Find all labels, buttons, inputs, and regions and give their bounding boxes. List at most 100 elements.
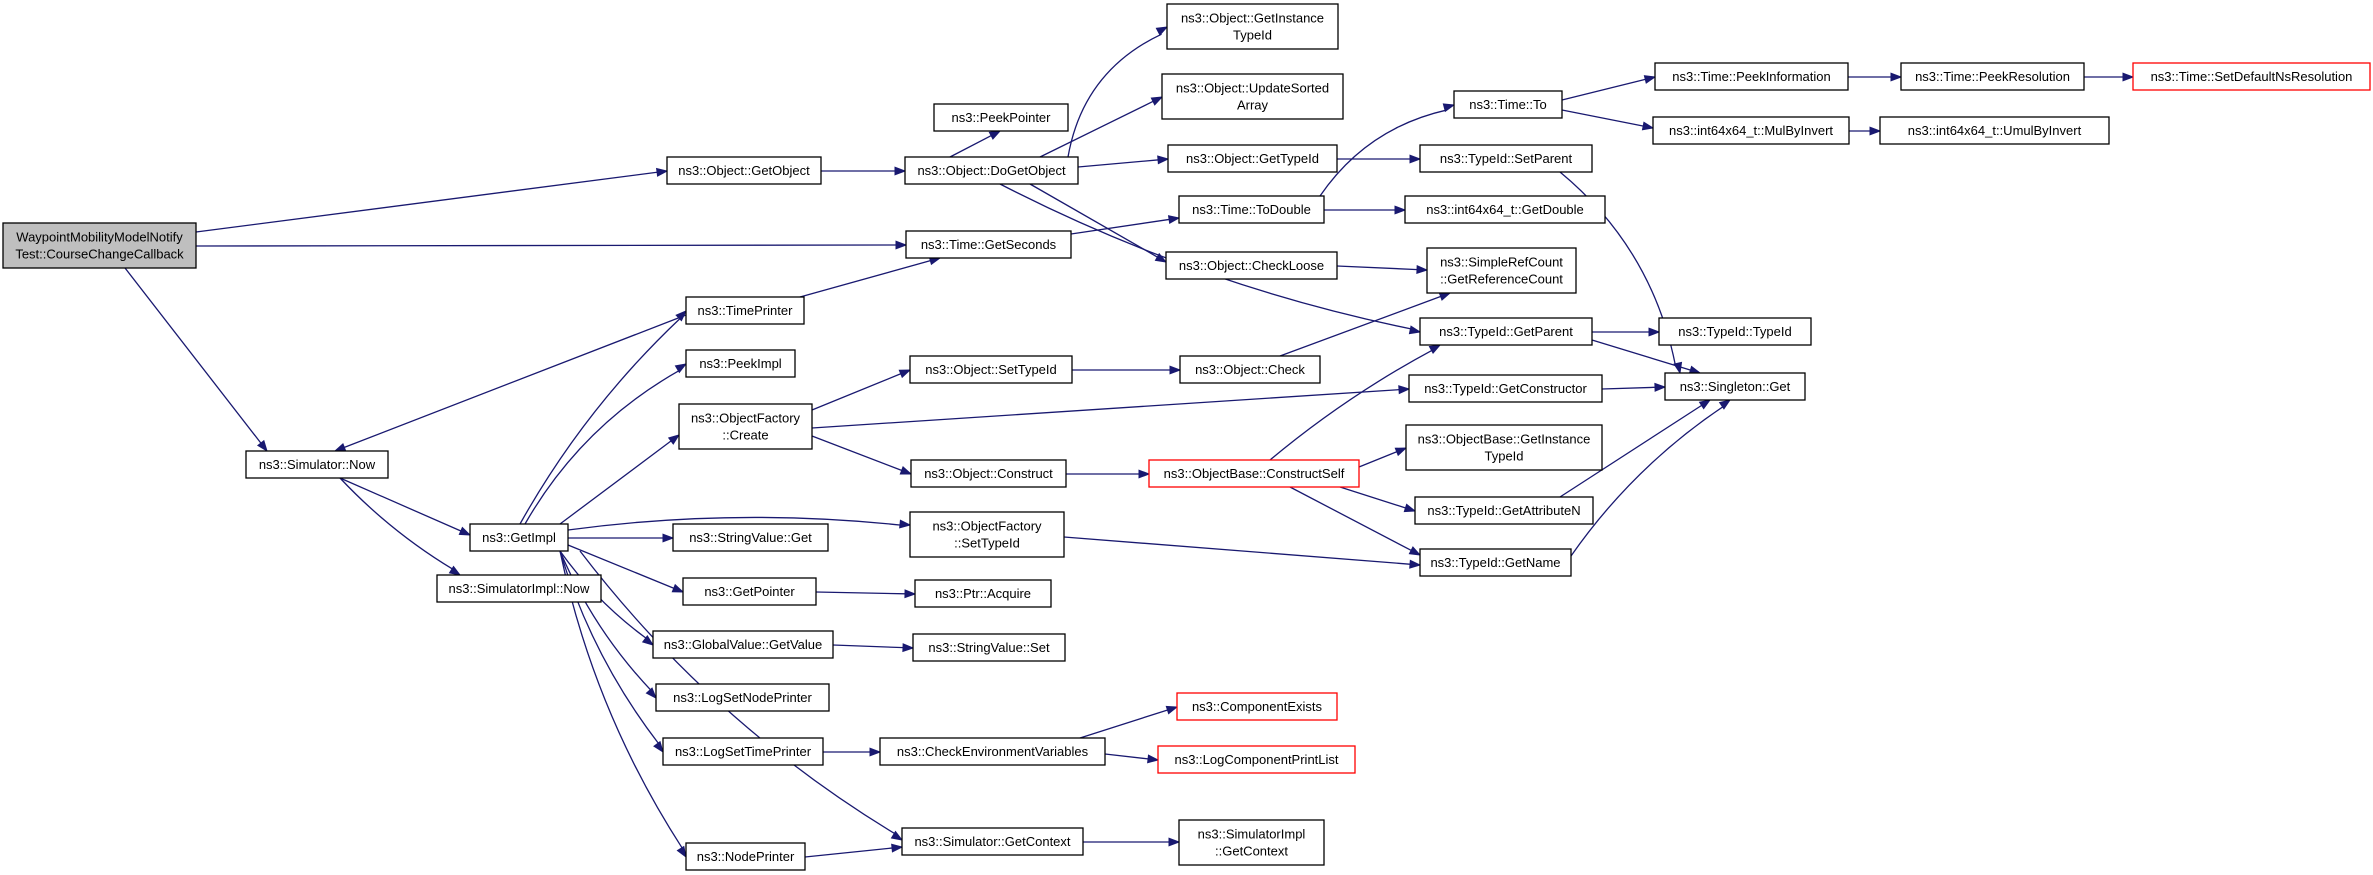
- edge-dogetobject-to-updatesorted: [1039, 96, 1164, 158]
- node-label: ns3::ObjectFactory: [691, 411, 801, 426]
- node-typeidgetparent[interactable]: ns3::TypeId::GetParent: [1419, 317, 1593, 346]
- edge-getimpl-to-getpointer: [567, 544, 685, 593]
- node-timegetseconds[interactable]: ns3::Time::GetSeconds: [905, 230, 1072, 259]
- edge-dogetobject-to-peekpointer: [949, 130, 1002, 158]
- node-simgetcontext[interactable]: ns3::Simulator::GetContext: [901, 827, 1084, 856]
- node-label: ns3::Object::GetObject: [678, 163, 810, 178]
- edge-simnow-to-simimplnow: [339, 477, 462, 576]
- node-label: ns3::LogSetNodePrinter: [673, 690, 812, 705]
- node-label: ns3::ComponentExists: [1192, 699, 1323, 714]
- node-dogetobject[interactable]: ns3::Object::DoGetObject: [904, 156, 1079, 185]
- node-label: ns3::GetPointer: [704, 584, 795, 599]
- node-label: ns3::TypeId::GetConstructor: [1424, 381, 1587, 396]
- node-timetodouble[interactable]: ns3::Time::ToDouble: [1178, 195, 1325, 224]
- edge-getimpl-to-timeprinter: [519, 310, 688, 525]
- node-typeidgetname[interactable]: ns3::TypeId::GetName: [1419, 548, 1572, 577]
- node-label: ns3::TypeId::GetName: [1430, 555, 1560, 570]
- node-globalgetvalue[interactable]: ns3::GlobalValue::GetValue: [652, 630, 834, 659]
- node-mulbyinvert[interactable]: ns3::int64x64_t::MulByInvert: [1652, 116, 1850, 145]
- node-peekinformation[interactable]: ns3::Time::PeekInformation: [1654, 62, 1849, 91]
- node-label: ns3::Time::To: [1469, 97, 1547, 112]
- node-label: ns3::LogSetTimePrinter: [675, 744, 812, 759]
- node-simimplgetcontext[interactable]: ns3::SimulatorImpl::GetContext: [1178, 819, 1325, 866]
- edge-root-to-simnow: [124, 267, 268, 453]
- node-stringvalueget[interactable]: ns3::StringValue::Get: [672, 523, 829, 552]
- node-label: ns3::SimulatorImpl: [1198, 827, 1306, 842]
- node-getconstructor[interactable]: ns3::TypeId::GetConstructor: [1408, 374, 1603, 403]
- node-ofcreate[interactable]: ns3::ObjectFactory::Create: [678, 403, 813, 450]
- node-label: ns3::Object::GetInstance: [1181, 11, 1324, 26]
- node-componentexists[interactable]: ns3::ComponentExists: [1176, 692, 1338, 721]
- node-simnow[interactable]: ns3::Simulator::Now: [245, 450, 389, 479]
- edge-ofcreate-to-getconstructor: [811, 385, 1411, 429]
- edge-getobject-to-dogetobject: [820, 166, 907, 176]
- edge-globalgetvalue-to-stringvalueset: [832, 643, 915, 653]
- node-logsetnodeprinter[interactable]: ns3::LogSetNodePrinter: [655, 683, 830, 712]
- node-label: ns3::GlobalValue::GetValue: [664, 637, 823, 652]
- node-checkenv[interactable]: ns3::CheckEnvironmentVariables: [879, 737, 1106, 766]
- nodes-layer: WaypointMobilityModelNotifyTest::CourseC…: [2, 3, 2371, 871]
- node-getobject[interactable]: ns3::Object::GetObject: [666, 156, 822, 185]
- node-peekpointer[interactable]: ns3::PeekPointer: [933, 103, 1069, 132]
- node-label: TypeId: [1484, 449, 1523, 464]
- node-setparent[interactable]: ns3::TypeId::SetParent: [1419, 144, 1593, 173]
- node-timeto[interactable]: ns3::Time::To: [1453, 90, 1563, 119]
- node-constructself[interactable]: ns3::ObjectBase::ConstructSelf: [1148, 459, 1360, 488]
- node-label: ns3::SimpleRefCount: [1440, 255, 1563, 270]
- node-getpointer[interactable]: ns3::GetPointer: [682, 577, 817, 606]
- node-label: ns3::ObjectFactory: [932, 519, 1042, 534]
- node-timeprinter[interactable]: ns3::TimePrinter: [685, 296, 805, 325]
- node-label: ns3::Object::SetTypeId: [925, 362, 1057, 377]
- node-getimpl[interactable]: ns3::GetImpl: [469, 523, 569, 552]
- node-objsettypeid[interactable]: ns3::Object::SetTypeId: [909, 355, 1073, 384]
- node-label: ns3::Time::PeekResolution: [1915, 69, 2070, 84]
- node-simplerefcount[interactable]: ns3::SimpleRefCount::GetReferenceCount: [1426, 247, 1577, 294]
- node-int64getdouble[interactable]: ns3::int64x64_t::GetDouble: [1404, 195, 1606, 224]
- node-singletonget[interactable]: ns3::Singleton::Get: [1664, 372, 1806, 401]
- node-objconstruct[interactable]: ns3::Object::Construct: [910, 459, 1067, 488]
- node-label: ns3::Time::ToDouble: [1192, 202, 1311, 217]
- node-peekimpl[interactable]: ns3::PeekImpl: [685, 349, 796, 378]
- node-stringvalueset[interactable]: ns3::StringValue::Set: [912, 633, 1066, 662]
- node-nodeprinter[interactable]: ns3::NodePrinter: [685, 842, 806, 871]
- node-label: ns3::CheckEnvironmentVariables: [897, 744, 1089, 759]
- edge-nodeprinter-to-simgetcontext: [804, 843, 904, 858]
- node-peekresolution[interactable]: ns3::Time::PeekResolution: [1900, 62, 2085, 91]
- node-label: ns3::Singleton::Get: [1680, 379, 1791, 394]
- node-simimplnow[interactable]: ns3::SimulatorImpl::Now: [436, 574, 602, 603]
- node-label: ns3::ObjectBase::ConstructSelf: [1164, 466, 1345, 481]
- node-logcomponentprintlist[interactable]: ns3::LogComponentPrintList: [1157, 745, 1356, 774]
- node-ptracquire[interactable]: ns3::Ptr::Acquire: [914, 579, 1052, 608]
- edge-simgetcontext-to-simimplgetcontext: [1082, 837, 1181, 847]
- node-objcheck[interactable]: ns3::Object::Check: [1179, 355, 1321, 384]
- node-typeidtypeid[interactable]: ns3::TypeId::TypeId: [1658, 317, 1812, 346]
- edge-peekresolution-to-setdefaultns: [2083, 72, 2135, 82]
- edge-timetodouble-to-timeto: [1319, 103, 1456, 197]
- edge-getimpl-to-logsetnodeprinter: [559, 550, 657, 700]
- node-label: ::GetContext: [1215, 844, 1288, 859]
- edge-getimpl-to-ofsettypeid: [567, 516, 912, 531]
- node-label: Array: [1237, 98, 1269, 113]
- node-label: ns3::NodePrinter: [697, 849, 795, 864]
- node-label: ns3::int64x64_t::GetDouble: [1426, 202, 1584, 217]
- node-ofsettypeid[interactable]: ns3::ObjectFactory::SetTypeId: [909, 511, 1065, 558]
- edge-constructself-to-typeidgetname: [1289, 486, 1422, 556]
- node-umulbyinvert[interactable]: ns3::int64x64_t::UmulByInvert: [1879, 116, 2110, 145]
- node-root[interactable]: WaypointMobilityModelNotifyTest::CourseC…: [2, 222, 197, 269]
- node-objgettypeid[interactable]: ns3::Object::GetTypeId: [1167, 144, 1338, 173]
- node-label: ns3::int64x64_t::UmulByInvert: [1908, 123, 2082, 138]
- node-setdefaultns[interactable]: ns3::Time::SetDefaultNsResolution: [2132, 62, 2371, 91]
- edge-ofcreate-to-objconstruct: [811, 435, 913, 475]
- node-checkloose[interactable]: ns3::Object::CheckLoose: [1165, 251, 1338, 280]
- node-label: ns3::Time::GetSeconds: [921, 237, 1057, 252]
- node-label: ns3::TimePrinter: [698, 303, 794, 318]
- node-getattributen[interactable]: ns3::TypeId::GetAttributeN: [1414, 496, 1594, 525]
- node-label: ns3::StringValue::Set: [928, 640, 1050, 655]
- node-label: ns3::GetImpl: [482, 530, 556, 545]
- node-logsettimeprinter[interactable]: ns3::LogSetTimePrinter: [662, 737, 824, 766]
- edge-constructself-to-getattributen: [1339, 486, 1417, 513]
